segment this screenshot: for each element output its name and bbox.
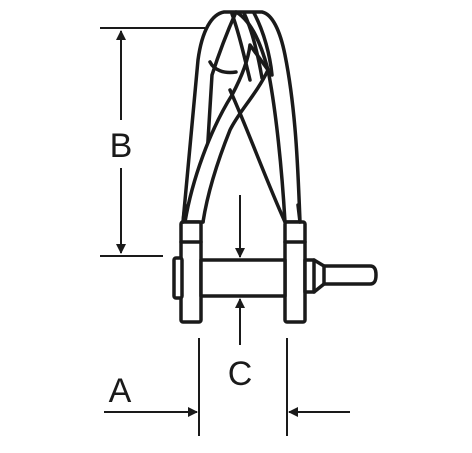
- shackle-body: [172, 10, 378, 324]
- shackle-crown-line-2: [242, 11, 264, 80]
- shackle-right-eye: [283, 220, 307, 324]
- shackle-right-leg: [234, 10, 302, 224]
- dimension-b-label: B: [110, 127, 133, 165]
- shackle-inner-right: [228, 88, 287, 224]
- shackle-crown-line-1: [230, 12, 252, 82]
- shackle-left-eye: [179, 220, 203, 324]
- shackle-crown-line-3: [252, 11, 274, 77]
- dimension-a: [104, 338, 350, 436]
- pin-body: [199, 258, 287, 298]
- shackle-twist-strap: [183, 43, 270, 224]
- pin-head: [172, 256, 184, 300]
- dimension-c-label: C: [228, 355, 253, 393]
- shackle-crown-line-4: [208, 60, 238, 75]
- dimension-a-label: A: [109, 372, 132, 410]
- dimension-b: [100, 27, 205, 257]
